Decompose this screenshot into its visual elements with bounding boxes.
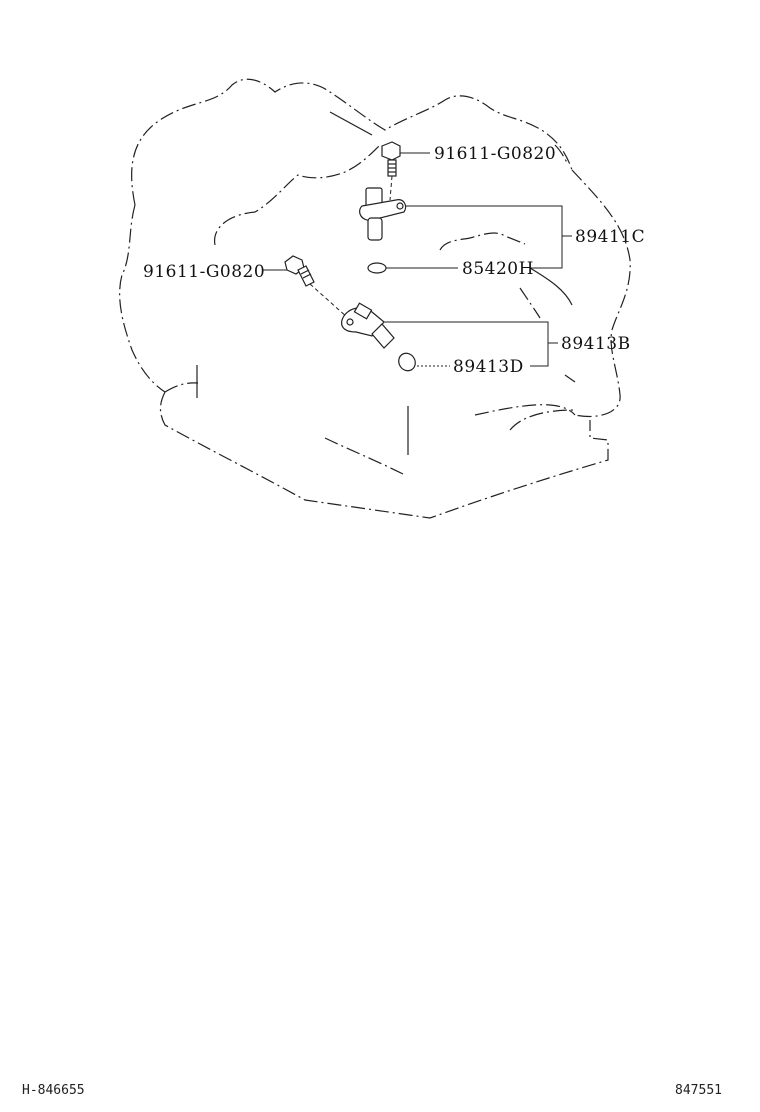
label-oring-lower: 89413D <box>453 357 524 377</box>
diagram-code-left: H-846655 <box>22 1083 85 1098</box>
bracket-89413b <box>384 321 549 367</box>
dashed-axis-left <box>309 283 349 319</box>
label-bolt-left: 91611-G0820 <box>143 262 265 282</box>
bracket-89411c <box>405 205 563 269</box>
label-sensor-lower: 89413B <box>561 334 631 354</box>
label-sensor-upper: 89411C <box>575 227 645 247</box>
oring-lower-icon <box>398 352 416 372</box>
label-bolt-upper: 91611-G0820 <box>434 144 556 164</box>
dashed-axis-upper <box>389 175 393 201</box>
transmission-outline <box>119 78 631 519</box>
bolt-upper-icon <box>381 141 401 177</box>
speed-sensor-icon <box>341 302 395 349</box>
solid-detail-lines <box>196 111 573 455</box>
transmission-parts-diagram: 91611-G0820 91611-G0820 89411C 85420H 89… <box>119 78 645 519</box>
diagram-code-right: 847551 <box>675 1083 722 1098</box>
label-oring-upper: 85420H <box>462 259 534 279</box>
crankshaft-sensor-icon <box>359 187 407 241</box>
bolt-left-icon <box>284 255 315 287</box>
oring-upper-icon <box>367 262 387 274</box>
